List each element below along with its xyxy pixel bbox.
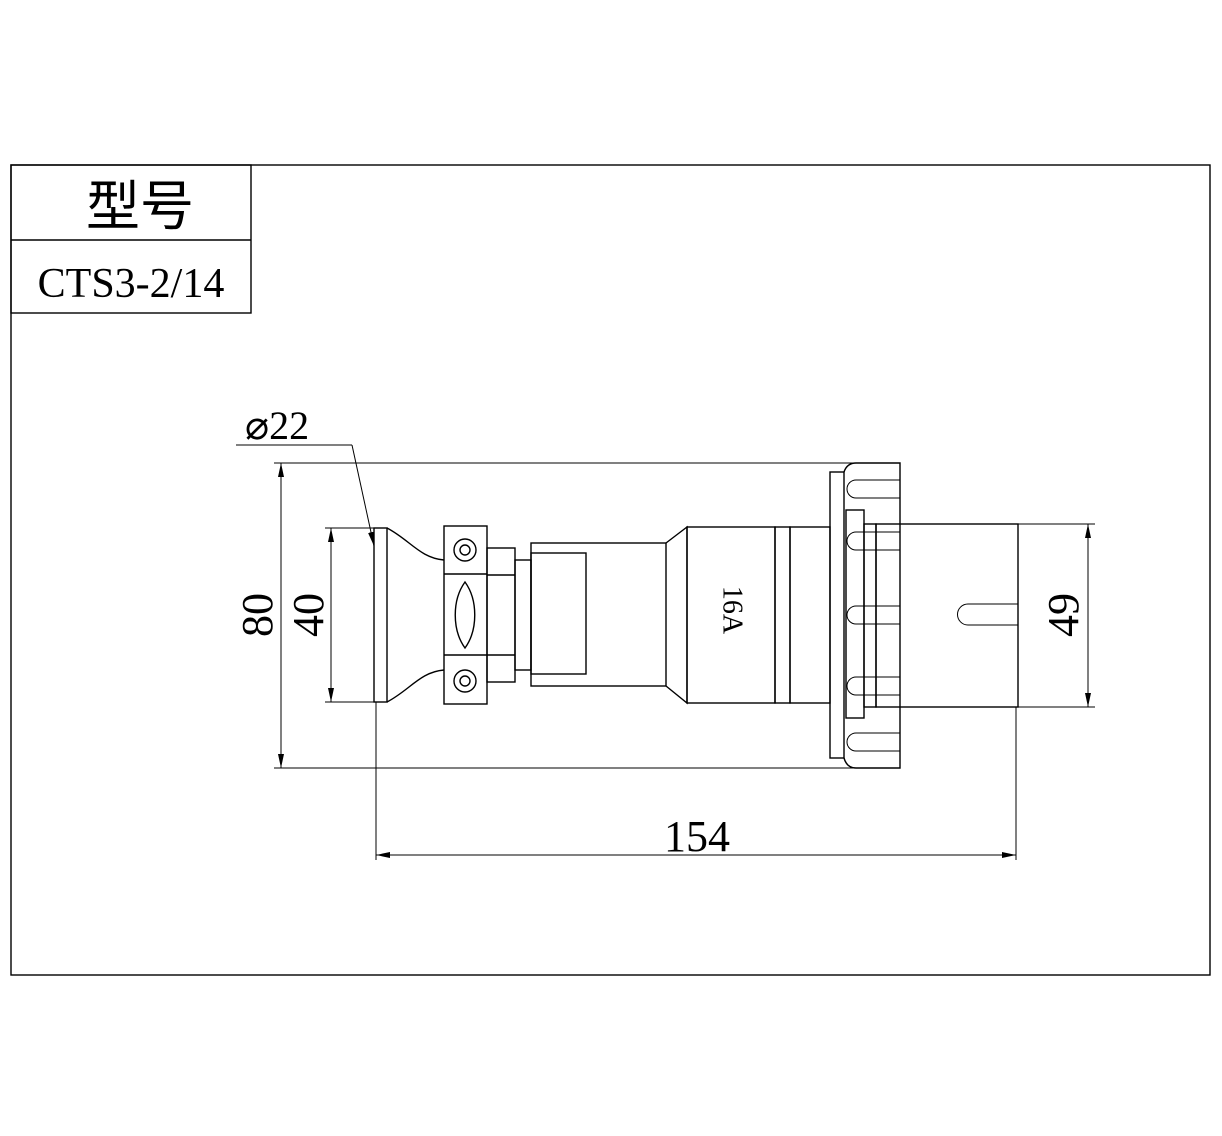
title-block: 型号 CTS3-2/14	[10, 164, 252, 314]
dimension-body-height-label: 40	[284, 593, 333, 637]
drawing-frame	[10, 164, 1211, 976]
dimension-diameter: ⌀22	[236, 403, 375, 547]
dimension-overall-length-label: 154	[664, 812, 730, 861]
dimension-plug-height-label: 49	[1039, 593, 1088, 637]
dimension-overall-height-label: 80	[233, 593, 282, 637]
dimension-body-height: 40	[284, 527, 374, 703]
dimension-plug-height: 49	[1018, 523, 1095, 708]
title-header: 型号	[86, 177, 194, 237]
dimension-overall-height: 80	[233, 462, 900, 769]
model-number: CTS3-2/14	[38, 261, 225, 307]
dimension-overall-length: 154	[375, 702, 1017, 861]
rating-label: 16A	[717, 586, 748, 635]
dimension-diameter-label: ⌀22	[245, 403, 309, 448]
connector-outline	[373, 462, 1019, 769]
